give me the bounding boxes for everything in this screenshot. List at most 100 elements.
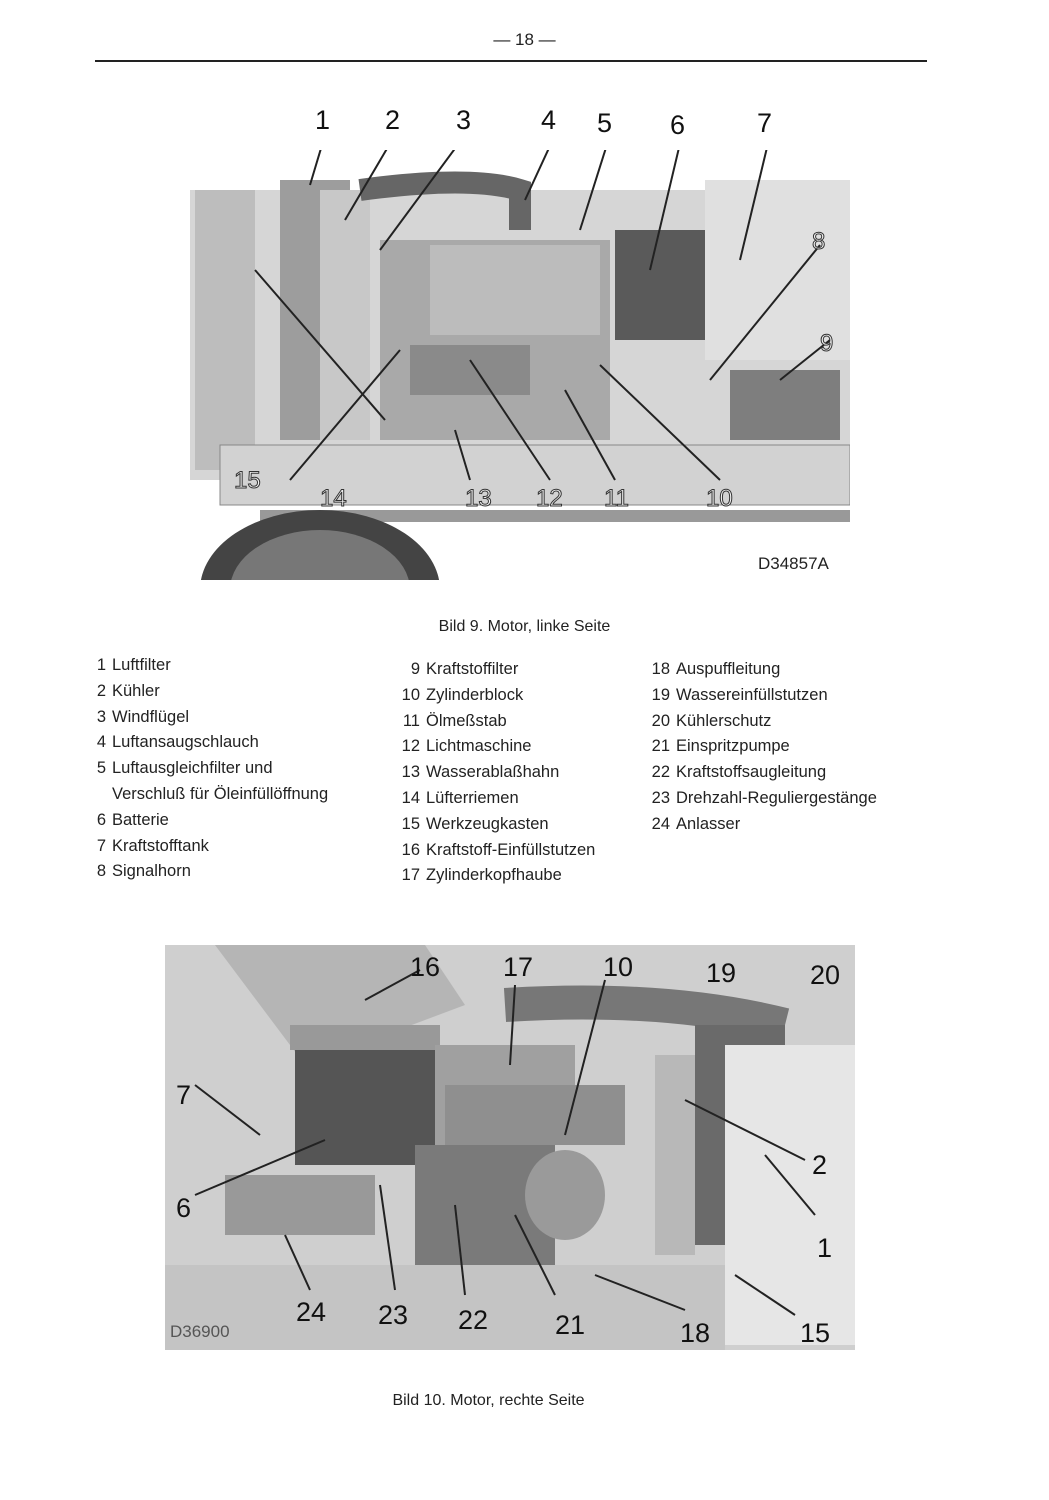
legend-number: 14 [401, 788, 420, 807]
legend-label: Luftansaugschlauch [112, 733, 259, 752]
callout-number: 2 [812, 1150, 828, 1180]
legend-label: Luftfilter [112, 656, 171, 674]
callout-number: 23 [378, 1300, 409, 1330]
legend-label: Kühlerschutz [676, 711, 772, 730]
callout-number: 3 [456, 105, 472, 135]
legend-number: 24 [651, 814, 670, 833]
legend-label: Werkzeugkasten [426, 814, 549, 833]
legend-number: 22 [651, 763, 670, 782]
legend-number: 4 [96, 733, 106, 752]
legend-label: Kühler [112, 681, 160, 700]
callout-number: 12 [536, 485, 564, 513]
legend-item: 24 Anlasser [650, 812, 877, 838]
legend-number: 15 [401, 814, 420, 833]
legend-item: 8 Signalhorn [86, 859, 328, 885]
callout-number: 21 [555, 1310, 586, 1340]
callout-number: 7 [176, 1080, 192, 1110]
figure-9-caption: Bild 9. Motor, linke Seite [438, 618, 611, 635]
legend-number: 1 [96, 656, 106, 674]
figure-10-caption: Bild 10. Motor, rechte Seite [392, 1392, 585, 1409]
callout-number: 1 [817, 1233, 833, 1263]
legend-column-1: 1 Luftfilter 2 Kühler 3 Windflügel 4 Luftansaug… [86, 653, 328, 885]
legend-item: 3 Windflügel [86, 705, 328, 731]
legend-number: 5 [96, 759, 106, 778]
callout-number: 16 [410, 952, 441, 982]
callout-number: 6 [670, 110, 686, 140]
callout-number: 11 [604, 485, 630, 513]
callout-number: 15 [234, 467, 262, 495]
callout-number: 14 [320, 485, 348, 513]
legend-label: Kraftstoffilter [426, 660, 519, 678]
legend-label: Auspuffleitung [676, 660, 781, 678]
legend-item: 4 Luftansaugschlauch [86, 730, 328, 756]
legend-number: 17 [401, 866, 420, 885]
page-number: — 18 — [493, 30, 556, 49]
legend-number: 9 [410, 660, 420, 678]
legend-item: 2 Kühler [86, 679, 328, 705]
callout-number: 2 [385, 105, 401, 135]
legend-number: 12 [401, 737, 420, 756]
legend-number: 23 [651, 788, 670, 807]
callout-number: 17 [503, 952, 534, 982]
legend-number: 3 [96, 707, 106, 726]
callout-number: 1 [315, 105, 331, 135]
figure-10-code: D36900 [170, 1322, 230, 1341]
legend-label: Anlasser [676, 814, 741, 833]
header-rule [95, 60, 927, 62]
legend-number: 13 [401, 763, 420, 782]
legend-number: 6 [96, 810, 106, 829]
legend-label: Wassereinfüllstutzen [676, 685, 828, 704]
legend-item: 15 Werkzeugkasten [400, 812, 595, 838]
legend-label: Kraftstofftank [112, 836, 209, 855]
figure-9-code: D34857A [758, 554, 829, 573]
engine-right-illustration [165, 945, 855, 1350]
callout-number: 4 [541, 105, 557, 135]
callout-number: 13 [465, 485, 493, 513]
legend-item: 6 Batterie [86, 808, 328, 834]
figure-9-photo [170, 150, 850, 580]
figure-10-photo [165, 945, 855, 1350]
legend-item: 17 Zylinderkopfhaube [400, 863, 595, 889]
callout-number: 6 [176, 1193, 192, 1223]
legend-number: 19 [651, 685, 670, 704]
legend-label: Kraftstoff-Einfüllstutzen [426, 840, 596, 859]
callout-number: 18 [680, 1318, 711, 1348]
legend-number: 2 [96, 681, 106, 700]
legend-item: 1 Luftfilter [86, 653, 328, 679]
legend-item: 12 Lichtmaschine [400, 734, 595, 760]
legend-item: 19 Wassereinfüllstutzen [650, 683, 877, 709]
legend-label: Wasserablaßhahn [426, 763, 560, 782]
legend-item: 22 Kraftstoffsaugleitung [650, 760, 877, 786]
callout-number: 7 [757, 108, 773, 138]
legend-item: 13 Wasserablaßhahn [400, 760, 595, 786]
legend-number: 16 [401, 840, 420, 859]
legend-number: 10 [401, 685, 420, 704]
legend-number: 8 [96, 862, 106, 881]
legend-label: Batterie [112, 810, 169, 829]
legend-item: 16 Kraftstoff-Einfüllstutzen [400, 838, 596, 864]
legend-label: Windflügel [112, 707, 190, 726]
legend-label: Signalhorn [112, 862, 191, 881]
callout-number: 20 [810, 960, 841, 990]
engine-left-illustration [190, 150, 850, 580]
legend-label: Zylinderkopfhaube [426, 866, 562, 885]
legend-label: Ölmeßstab [426, 711, 507, 730]
callout-number: 19 [706, 958, 737, 988]
legend-label: Kraftstoffsaugleitung [676, 763, 827, 782]
callout-number: 10 [706, 485, 734, 513]
legend-label: Drehzahl-Reguliergestänge [676, 788, 877, 807]
callout-number: 15 [800, 1318, 831, 1348]
legend-item-continuation: Verschluß für Öleinfüllöffnung [112, 784, 329, 803]
legend-label: Lichtmaschine [426, 737, 532, 756]
callout-number: 9 [819, 330, 834, 358]
callout-number: 22 [458, 1305, 489, 1335]
legend-item: 9 Kraftstoffilter [400, 657, 595, 683]
